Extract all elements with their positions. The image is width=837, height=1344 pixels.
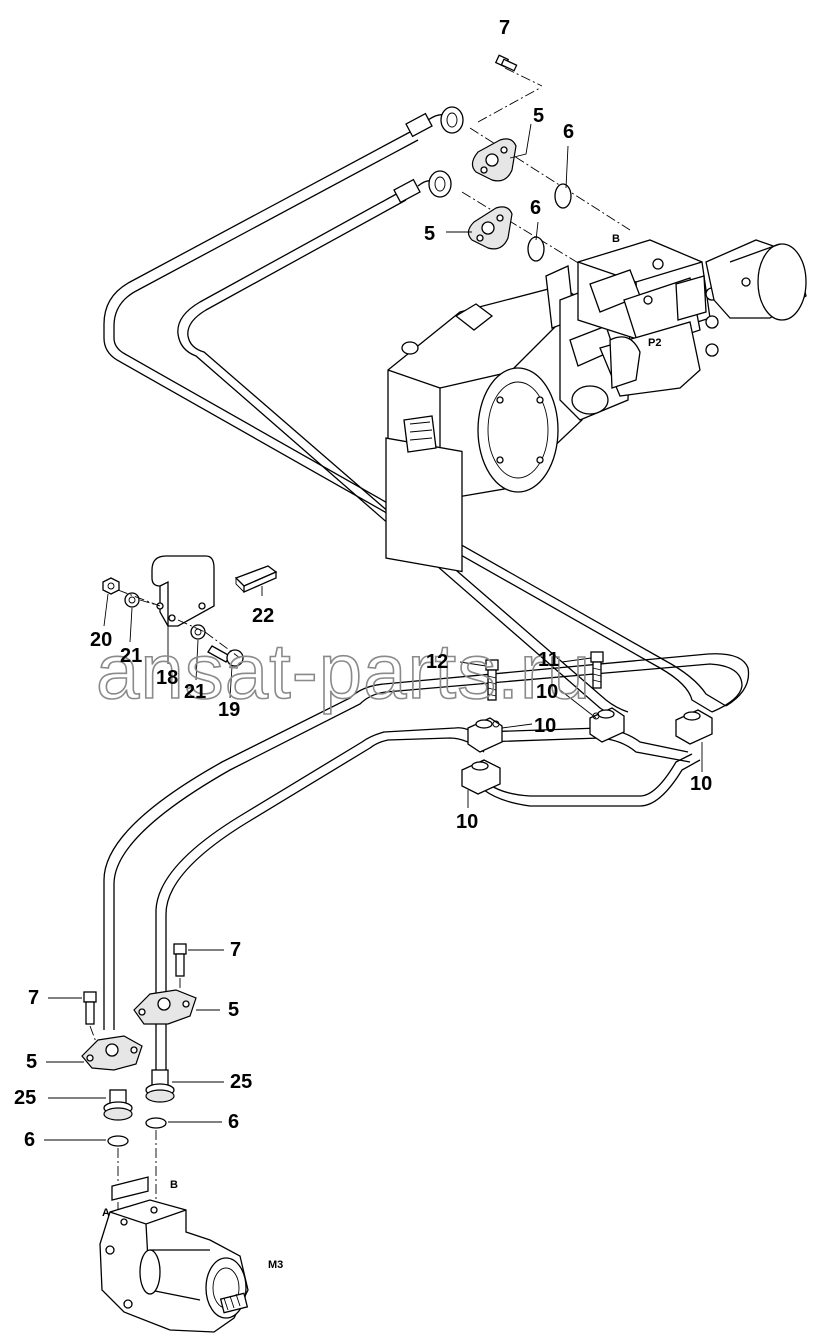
flange-half-5-left xyxy=(81,1035,143,1071)
callout-5-left: 5 xyxy=(26,1051,37,1073)
o-ring-6-top-a xyxy=(554,183,572,209)
bolt-7-left xyxy=(83,991,97,1025)
callout-12: 12 xyxy=(426,651,448,673)
nut-20 xyxy=(102,577,120,595)
hose-fitting-top-2 xyxy=(393,170,452,204)
o-ring-6-right xyxy=(145,1117,167,1129)
callout-7-mid: 7 xyxy=(230,939,241,961)
motor-port-a-label: A xyxy=(102,1207,110,1219)
callout-19: 19 xyxy=(218,699,240,721)
callout-6-left: 6 xyxy=(24,1129,35,1151)
callout-11: 11 xyxy=(538,649,559,671)
bolt-7-mid xyxy=(173,943,187,977)
clamp-10-d xyxy=(461,759,501,795)
pad-22 xyxy=(234,565,278,593)
clamp-10-a xyxy=(467,717,503,753)
callout-6-top-b: 6 xyxy=(530,197,541,219)
leader-lines xyxy=(44,123,703,1141)
callout-5-mid: 5 xyxy=(228,999,239,1021)
bracket-18 xyxy=(151,555,215,627)
centerline xyxy=(461,191,581,265)
hose-outer xyxy=(103,131,750,1030)
motor-m3-label: M3 xyxy=(268,1259,283,1271)
centerline xyxy=(504,67,543,87)
o-ring-6-top-b xyxy=(527,236,545,262)
callout-20: 20 xyxy=(90,629,112,651)
callout-18: 18 xyxy=(156,667,178,689)
callout-21-b: 21 xyxy=(184,681,206,703)
flange-half-5-top-a xyxy=(471,138,517,182)
centerline xyxy=(477,87,541,123)
clamp-10-c xyxy=(675,709,713,745)
centerline xyxy=(117,589,241,659)
flange-fitting-25-left xyxy=(103,1089,133,1121)
pump-port-p2-label: P2 xyxy=(648,337,661,349)
callout-7-left: 7 xyxy=(28,987,39,1009)
callout-6-right: 6 xyxy=(228,1111,239,1133)
callout-10-d: 10 xyxy=(456,811,478,833)
callout-10-a: 10 xyxy=(536,681,558,703)
callout-7-top: 7 xyxy=(499,17,510,39)
callout-10-c: 10 xyxy=(690,773,712,795)
bolt-11 xyxy=(590,651,604,689)
callout-5-top-a: 5 xyxy=(533,105,544,127)
hose-fitting-top-1 xyxy=(405,106,464,138)
centerline xyxy=(117,1130,157,1210)
bolt-12 xyxy=(485,659,499,701)
hose-inner xyxy=(155,191,701,1070)
pump-port-b-label: B xyxy=(612,233,620,245)
bolt-19 xyxy=(207,645,244,667)
callout-25-left: 25 xyxy=(14,1087,36,1109)
flange-fitting-25-right xyxy=(145,1069,175,1103)
motor-port-b-label: B xyxy=(170,1179,178,1191)
callout-22: 22 xyxy=(252,605,274,627)
pump-assembly xyxy=(385,239,807,573)
callout-6-top-a: 6 xyxy=(563,121,574,143)
o-ring-6-left xyxy=(107,1135,129,1147)
washer-21-b xyxy=(190,624,206,640)
callout-10-b: 10 xyxy=(534,715,556,737)
callout-21-a: 21 xyxy=(120,645,142,667)
clamp-10-b xyxy=(589,707,625,743)
flange-half-5-mid xyxy=(133,989,197,1025)
watermark-text: ansat-parts.ru xyxy=(96,627,591,715)
motor-m3 xyxy=(99,1176,249,1333)
callout-5-top-b: 5 xyxy=(424,223,435,245)
flange-half-5-top-b xyxy=(467,206,513,250)
callout-25-right: 25 xyxy=(230,1071,252,1093)
bolt-7-top xyxy=(494,54,518,72)
